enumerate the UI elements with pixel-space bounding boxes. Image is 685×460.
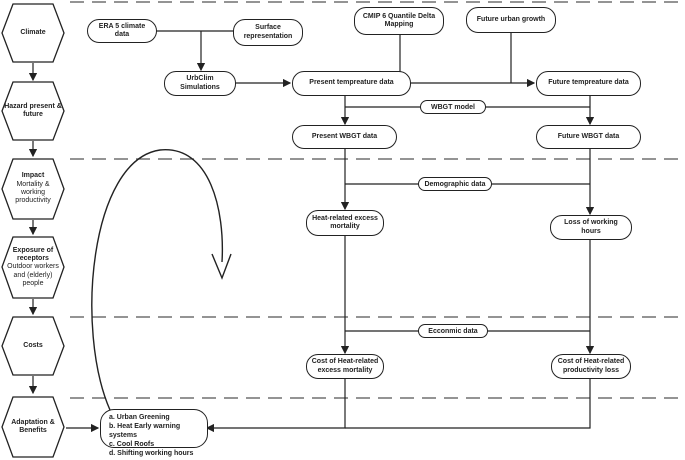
hexagon-shape bbox=[1, 158, 65, 220]
stage-title: Hazard present & future bbox=[4, 102, 62, 118]
stage-title: Exposure of receptors bbox=[12, 246, 54, 262]
hexagon-shape bbox=[1, 236, 65, 299]
node-future-temp: Future tempreature data bbox=[536, 71, 641, 96]
stage-subtitle: Outdoor workers and (elderly) people bbox=[7, 263, 59, 288]
node-present-wbgt: Present WBGT data bbox=[292, 125, 397, 149]
node-heat-mortality: Heat-related excess mortality bbox=[306, 210, 384, 236]
node-economic: Ecconmic data bbox=[418, 324, 488, 338]
feedback-loop-arrowhead bbox=[211, 253, 232, 280]
stage-title: Impact bbox=[21, 172, 45, 180]
stage-climate: Climate bbox=[1, 3, 65, 63]
node-cost-productivity: Cost of Heat-related productivity loss bbox=[551, 354, 631, 379]
node-cost-mortality: Cost of Heat-related excess mortality bbox=[306, 354, 384, 379]
hexagon-shape bbox=[1, 3, 65, 63]
hexagon-shape bbox=[1, 316, 65, 376]
node-era5: ERA 5 climate data bbox=[87, 19, 157, 43]
stage-adaptation: Adaptation & Benefits bbox=[1, 396, 65, 458]
node-wbgt-model: WBGT model bbox=[420, 100, 486, 114]
node-loss-hours: Loss of working hours bbox=[550, 215, 632, 240]
node-future-wbgt: Future WBGT data bbox=[536, 125, 641, 149]
adaptation-item: a. Urban Greening bbox=[109, 414, 170, 421]
hexagon-shape bbox=[1, 81, 65, 141]
adaptation-item: d. Shifting working hours bbox=[109, 450, 194, 458]
node-present-temp: Present tempreature data bbox=[292, 71, 411, 96]
adaptation-measures-box: a. Urban Greening b. Heat Early warning … bbox=[100, 409, 208, 457]
node-urbclim: UrbClim Simulations bbox=[164, 71, 236, 96]
stage-exposure: Exposure of receptors Outdoor workers an… bbox=[1, 236, 65, 299]
node-demographic: Demographic data bbox=[418, 177, 492, 191]
stage-subtitle: Mortality & working productivity bbox=[15, 180, 51, 205]
adaptation-item: c. Cool Roofs bbox=[109, 441, 155, 449]
stage-title: Climate bbox=[20, 28, 46, 36]
stage-costs: Costs bbox=[1, 316, 65, 376]
stage-hazard: Hazard present & future bbox=[1, 81, 65, 141]
adaptation-item: b. Heat Early warning systems bbox=[109, 423, 181, 440]
node-surface: Surface representation bbox=[233, 19, 303, 46]
stage-title: Adaptation & Benefits bbox=[11, 418, 55, 434]
stage-title: Costs bbox=[23, 341, 43, 349]
hexagon-shape bbox=[1, 396, 65, 458]
stage-impact: Impact Mortality & working productivity bbox=[1, 158, 65, 220]
node-urban-growth: Future urban growth bbox=[466, 7, 556, 33]
feedback-loop-arc bbox=[91, 149, 224, 411]
node-cmip6: CMIP 6 Quantile Delta Mapping bbox=[354, 7, 444, 35]
